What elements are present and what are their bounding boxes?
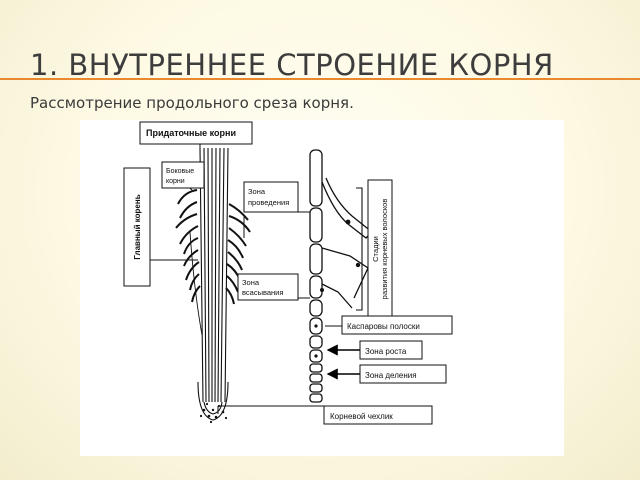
casparian-strips-label: Каспаровы полоски <box>347 322 420 331</box>
casparian-strips-callout: Каспаровы полоски <box>341 315 453 335</box>
root-section-figure: Придаточные корни Боковые корни Главный … <box>80 120 564 456</box>
lateral-roots-label-line2: корни <box>166 178 185 185</box>
slide-title: 1. ВНУТРЕННЕЕ СТРОЕНИЕ КОРНЯ <box>30 48 554 82</box>
growth-zone-label: Зона роста <box>365 347 407 356</box>
title-divider <box>0 78 640 80</box>
root-cap-callout: Корневой чехлик <box>323 405 433 425</box>
absorption-zone-label-line1: Зона <box>242 278 260 287</box>
slide-subtitle: Рассмотрение продольного среза корня. <box>30 94 354 112</box>
absorption-zone-label-line2: всасывания <box>242 288 283 297</box>
absorption-zone-callout: Зона всасывания <box>237 273 299 301</box>
division-zone-label: Зона деления <box>365 371 417 380</box>
root-hair-stages-label-line1: Стадии <box>371 236 380 262</box>
lateral-roots-right <box>225 203 251 305</box>
root-hair-stages-label-line2: развития корневых волосков <box>380 199 389 300</box>
cell-column-drawing <box>309 149 373 403</box>
main-root-callout: Главный корень <box>123 167 151 287</box>
conduction-zone-label-line2: проведения <box>248 198 289 207</box>
lateral-roots-left <box>175 189 201 303</box>
main-root-drawing <box>189 147 229 421</box>
conduction-zone-callout: Зона проведения <box>243 181 299 213</box>
division-zone-callout: Зона деления <box>359 364 447 384</box>
root-hair-stages-callout: Стадии развития корневых волосков <box>367 179 393 319</box>
lateral-roots-label-line1: Боковые <box>166 168 194 175</box>
conduction-zone-label-line1: Зона <box>248 187 266 196</box>
label-arrows <box>326 344 360 380</box>
adventitious-roots-callout: Придаточные корни <box>139 121 253 145</box>
growth-zone-callout: Зона роста <box>359 340 423 360</box>
main-root-label: Главный корень <box>133 194 142 259</box>
root-diagram: Придаточные корни Боковые корни Главный … <box>123 121 453 425</box>
root-hair-stages-bracket <box>356 187 363 311</box>
adventitious-roots-label: Придаточные корни <box>146 128 236 138</box>
nuclei-dots <box>314 219 361 358</box>
root-cap-label: Корневой чехлик <box>330 412 393 421</box>
lateral-roots-callout: Боковые корни <box>161 161 205 189</box>
